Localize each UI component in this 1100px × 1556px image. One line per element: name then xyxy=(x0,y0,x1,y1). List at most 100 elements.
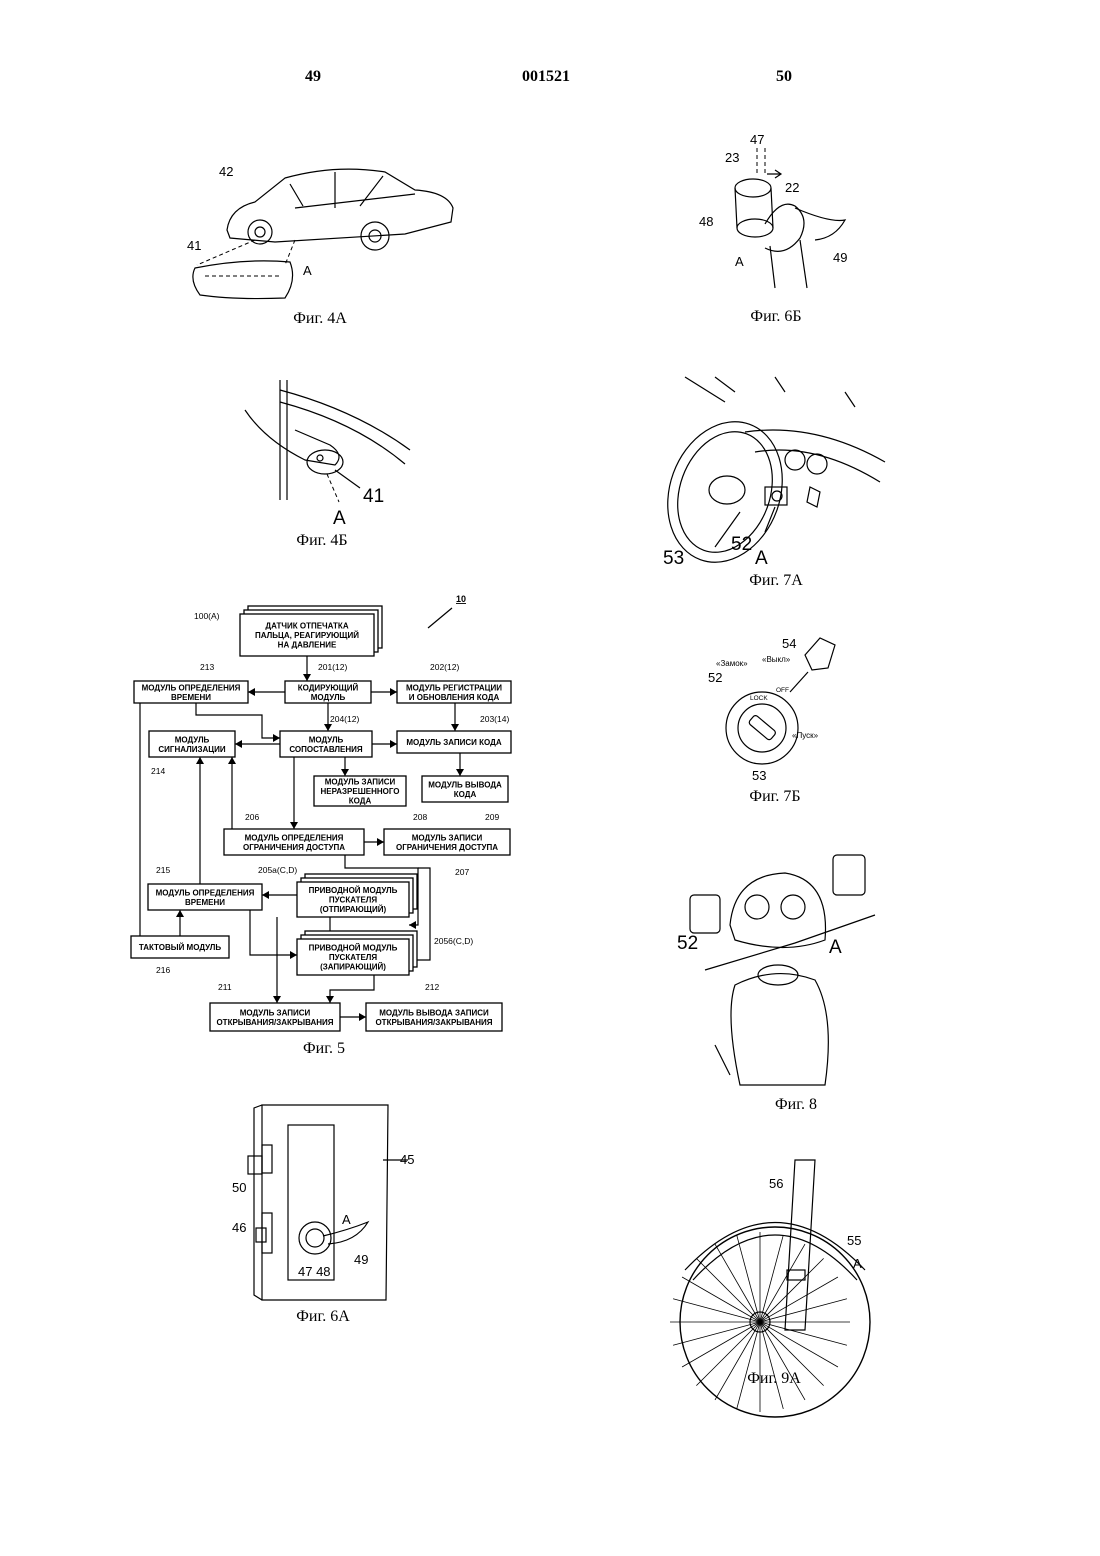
fig6a-label-49: 49 xyxy=(354,1252,368,1267)
fig5-block-text: НЕРАЗРЕШЕННОГО xyxy=(320,787,399,796)
fig7a-label-52: 52 xyxy=(731,534,752,555)
fig5-block-text: ПУСКАТЕЛЯ xyxy=(329,953,378,962)
spoke xyxy=(760,1235,783,1322)
fig7b-label-53: 53 xyxy=(752,768,766,783)
fig5-ref-number: 209 xyxy=(485,812,499,822)
fig7b-label-zamok: «Замок» xyxy=(716,659,748,668)
spoke xyxy=(682,1322,760,1367)
spoke xyxy=(760,1322,847,1345)
fig6a-label-47-48: 47 48 xyxy=(298,1264,331,1279)
fig8-label-a: A xyxy=(829,937,842,958)
caption-fig-7a: Фиг. 7А xyxy=(749,572,803,590)
caption-fig-6b: Фиг. 6Б xyxy=(750,308,801,326)
fig5-block-text: МОДУЛЬ ВЫВОДА ЗАПИСИ xyxy=(379,1008,489,1017)
fig5-ref-number: 202(12) xyxy=(430,662,459,672)
fig9a-label-56: 56 xyxy=(769,1176,783,1191)
fig5-ref-number: 212 xyxy=(425,982,439,992)
spoke xyxy=(737,1235,760,1322)
fig5-ref-number: 205a(C,D) xyxy=(258,865,297,875)
fig6b-label-49: 49 xyxy=(833,250,847,265)
fig9a-label-55: 55 xyxy=(847,1233,861,1248)
fig7a-label-a: A xyxy=(755,548,768,569)
fig5-block-text: НА ДАВЛЕНИЕ xyxy=(278,641,337,650)
fig5-block-text: МОДУЛЬ ЗАПИСИ xyxy=(240,1008,311,1017)
fig5-block-text: МОДУЛЬ ЗАПИСИ КОДА xyxy=(406,738,501,747)
caption-fig-9a: Фиг. 9А xyxy=(747,1370,801,1388)
spoke xyxy=(760,1277,838,1322)
fig5-block-text: ОТКРЫВАНИЯ/ЗАКРЫВАНИЯ xyxy=(216,1018,333,1027)
fig7b-label-off: OFF xyxy=(776,687,789,694)
fig5-block-text: ОТКРЫВАНИЯ/ЗАКРЫВАНИЯ xyxy=(375,1018,492,1027)
fig7b-label-54: 54 xyxy=(782,636,796,651)
spoke xyxy=(760,1258,824,1322)
fig5-block-text: МОДУЛЬ xyxy=(309,735,344,744)
fig5-block-text: КОДА xyxy=(454,790,477,799)
spoke xyxy=(760,1322,838,1367)
fig8-label-52: 52 xyxy=(677,933,698,954)
fig5-block-text: МОДУЛЬ ВЫВОДА xyxy=(428,780,502,789)
fig5-ref-number: 208 xyxy=(413,812,427,822)
caption-fig-6a: Фиг. 6А xyxy=(296,1308,350,1326)
fig5-block-text: ОГРАНИЧЕНИЯ ДОСТУПА xyxy=(243,843,345,852)
figure-6a-door: 45 50 46 A 49 47 48 xyxy=(228,1100,428,1310)
fig5-block-text: МОДУЛЬ РЕГИСТРАЦИИ xyxy=(406,683,502,692)
spoke xyxy=(760,1299,847,1322)
fig5-block-text: ВРЕМЕНИ xyxy=(185,898,225,907)
fig5-block-text: МОДУЛЬ ОПРЕДЕЛЕНИЯ xyxy=(142,683,241,692)
fig5-block-text: КОДИРУЮЩИЙ xyxy=(298,683,359,692)
fig5-figure-number: 10 xyxy=(456,594,466,604)
fig5-ref-number: 2056(C,D) xyxy=(434,936,473,946)
fig5-block-text: МОДУЛЬ ОПРЕДЕЛЕНИЯ xyxy=(245,833,344,842)
fig5-block-text: ПАЛЬЦА, РЕАГИРУЮЩИЙ xyxy=(255,631,359,640)
fig5-ref-number: 207 xyxy=(455,867,469,877)
figure-8-motorcycle: 52 A xyxy=(675,845,895,1095)
fig6a-label-a: A xyxy=(342,1212,351,1227)
fig5-ref-number: 201(12) xyxy=(318,662,347,672)
caption-fig-8: Фиг. 8 xyxy=(775,1096,817,1114)
fig6a-label-50: 50 xyxy=(232,1180,246,1195)
fig5-ref-number: 203(14) xyxy=(480,714,509,724)
figure-9a-bicycle-wheel: 56 55 A xyxy=(675,1150,875,1365)
spoke xyxy=(673,1322,760,1345)
fig7b-label-lock: LOCK xyxy=(750,695,768,702)
fig7b-label-vykl: «Выкл» xyxy=(762,655,791,664)
fig5-ref-number: 213 xyxy=(200,662,214,672)
fig6b-label-23: 23 xyxy=(725,150,739,165)
fig5-block-text: (ЗАПИРАЮЩИЙ) xyxy=(320,963,386,972)
caption-fig-5: Фиг. 5 xyxy=(303,1040,345,1058)
fig5-block-text: ВРЕМЕНИ xyxy=(171,693,211,702)
figure-6b-lock-cylinder: 47 23 22 48 A 49 xyxy=(695,128,865,308)
fig5-block-text: МОДУЛЬ ЗАПИСИ xyxy=(412,833,483,842)
fig5-ref-number: 100(A) xyxy=(194,611,220,621)
fig5-ref-number: 204(12) xyxy=(330,714,359,724)
fig5-block-text: ТАКТОВЫЙ МОДУЛЬ xyxy=(139,943,222,952)
fig7b-label-52: 52 xyxy=(708,670,722,685)
fig7b-label-pusk: «Пуск» xyxy=(792,731,819,740)
figure-7b-ignition-switch: LOCK OFF 54 52 «Замок» «Выкл» «Пуск» 53 xyxy=(700,630,870,790)
caption-fig-7b: Фиг. 7Б xyxy=(749,788,800,806)
fig5-block-text: МОДУЛЬ ЗАПИСИ xyxy=(325,778,396,787)
fig5-ref-number: 216 xyxy=(156,965,170,975)
fig6b-label-48: 48 xyxy=(699,214,713,229)
figure-7a-dashboard: 53 52 A xyxy=(655,372,895,572)
fig5-block-text: СИГНАЛИЗАЦИИ xyxy=(158,745,225,754)
spoke xyxy=(682,1277,760,1322)
fig6b-label-22: 22 xyxy=(785,180,799,195)
fig5-block-text: ОГРАНИЧЕНИЯ ДОСТУПА xyxy=(396,843,498,852)
spoke xyxy=(715,1244,760,1322)
spoke xyxy=(673,1299,760,1322)
fig5-ref-number: 211 xyxy=(218,982,232,992)
fig9a-label-a: A xyxy=(853,1256,862,1271)
fig5-ref-number: 215 xyxy=(156,865,170,875)
spoke xyxy=(696,1258,760,1322)
fig5-block-text: СОПОСТАВЛЕНИЯ xyxy=(289,745,363,754)
fig6b-label-47: 47 xyxy=(750,132,764,147)
fig5-ref-number: 214 xyxy=(151,766,165,776)
fig5-block-text: ПУСКАТЕЛЯ xyxy=(329,896,378,905)
fig6a-label-45: 45 xyxy=(400,1152,414,1167)
fig6b-label-a: A xyxy=(735,254,744,269)
fig5-block-text: (ОТПИРАЮЩИЙ) xyxy=(320,905,387,914)
fig5-block-text: МОДУЛЬ xyxy=(311,693,346,702)
fig5-block-text: МОДУЛЬ ОПРЕДЕЛЕНИЯ xyxy=(156,888,255,897)
